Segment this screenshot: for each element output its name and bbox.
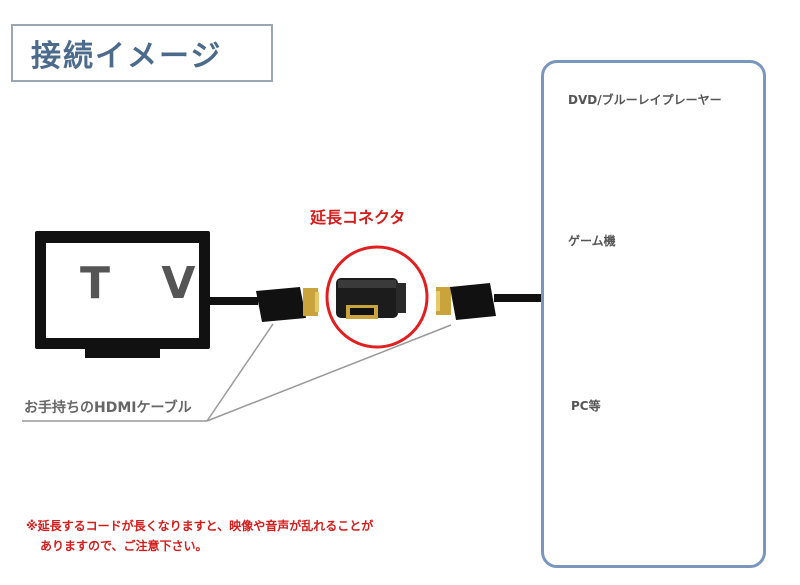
game-label: ゲーム機 <box>568 234 616 248</box>
cable-label: お手持ちのHDMIケーブル <box>24 400 192 416</box>
pc-label: PC等 <box>571 399 601 413</box>
right-hdmi-cable <box>436 283 544 320</box>
tv-illustration <box>35 231 210 358</box>
caution-note: ※延長するコードが長くなりますと、映像や音声が乱れることが ありますので、ご注意… <box>26 516 373 556</box>
tv-label: T V <box>80 258 214 309</box>
extension-connector <box>336 278 406 319</box>
title-box: 接続イメージ <box>11 24 273 82</box>
left-hdmi-cable <box>210 287 319 322</box>
connector-label: 延長コネクタ <box>310 208 406 227</box>
caution-line-2: ありますので、ご注意下さい。 <box>40 539 208 553</box>
connector-highlight <box>325 245 429 349</box>
page-title: 接続イメージ <box>31 39 223 74</box>
dvd-label: DVD/ブルーレイプレーヤー <box>568 93 722 107</box>
cable-pointer-lines <box>22 323 452 422</box>
device-panel <box>541 60 766 568</box>
caution-line-1: ※延長するコードが長くなりますと、映像や音声が乱れることが <box>26 519 374 533</box>
